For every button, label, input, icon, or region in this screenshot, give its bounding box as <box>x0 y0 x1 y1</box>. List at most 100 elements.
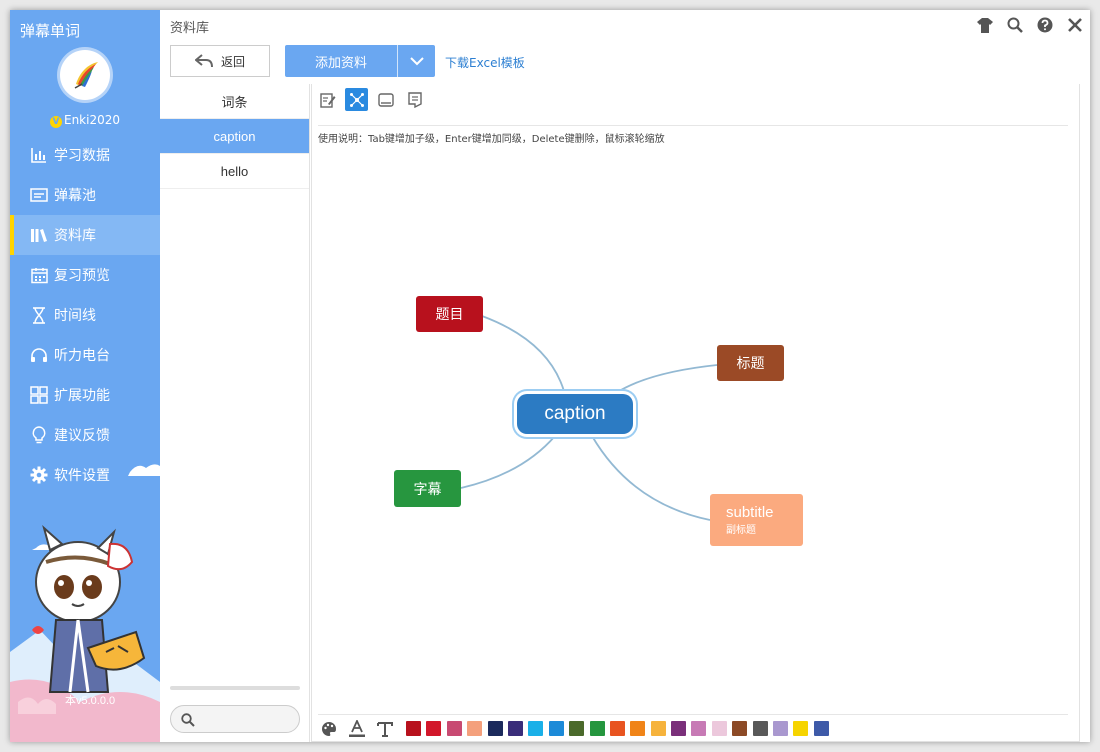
color-swatch[interactable] <box>650 721 666 736</box>
text-format-icon[interactable] <box>374 718 396 740</box>
bar-chart-icon <box>30 146 48 164</box>
mindmap-root-node[interactable]: caption <box>517 394 633 434</box>
sidebar-item-radio[interactable]: 听力电台 <box>10 335 160 375</box>
search-icon <box>181 712 195 731</box>
search-input[interactable] <box>170 705 300 733</box>
font-color-icon[interactable] <box>346 718 368 740</box>
color-swatch[interactable] <box>773 721 789 736</box>
version-label: 本v5.0.0.0 <box>65 695 116 707</box>
usage-hint: 使用说明：Tab键增加子级，Enter键增加同级，Delete键删除，鼠标滚轮缩… <box>318 125 1068 145</box>
sidebar-item-settings[interactable]: 软件设置 <box>10 455 160 495</box>
hourglass-icon <box>30 306 48 324</box>
color-swatch[interactable] <box>589 721 605 736</box>
calendar-icon <box>30 266 48 284</box>
back-arrow-icon <box>194 54 213 68</box>
add-material-button[interactable]: 添加资料 <box>314 55 367 71</box>
color-swatch[interactable] <box>446 721 462 736</box>
download-excel-template-link[interactable]: 下载Excel模板 <box>445 56 525 70</box>
mindmap-node-title[interactable]: 标题 <box>717 345 784 381</box>
mindmap-node-subtitle[interactable]: subtitle 副标题 <box>710 494 803 546</box>
list-item[interactable]: hello <box>160 154 309 189</box>
gear-icon <box>30 466 48 484</box>
back-button[interactable]: 返回 <box>170 45 270 77</box>
subtitle-box-icon <box>30 186 48 204</box>
sidebar-item-label: 软件设置 <box>54 468 110 484</box>
color-swatch[interactable] <box>671 721 687 736</box>
node-sublabel: 副标题 <box>726 525 756 536</box>
sidebar-item-study-data[interactable]: 学习数据 <box>10 135 160 175</box>
mindmap-editor: 使用说明：Tab键增加子级，Enter键增加同级，Delete键删除，鼠标滚轮缩… <box>311 84 1080 742</box>
color-swatch[interactable] <box>467 721 483 736</box>
sidebar-item-feedback[interactable]: 建议反馈 <box>10 415 160 455</box>
color-swatch[interactable] <box>732 721 748 736</box>
add-material-dropdown[interactable] <box>397 45 435 77</box>
sidebar-item-library[interactable]: 资料库 <box>10 215 160 255</box>
sidebar-nav: 学习数据 弹幕池 资料库 复习预览 时间线 听力电台 <box>10 135 160 495</box>
edit-note-tool[interactable] <box>316 88 339 111</box>
connector-line <box>481 315 568 405</box>
color-swatch[interactable] <box>793 721 809 736</box>
mindmap-node-question[interactable]: 题目 <box>416 296 483 332</box>
color-swatch[interactable] <box>752 721 768 736</box>
notes-icon <box>407 91 422 108</box>
mindmap-node-subtitle-cn[interactable]: 字幕 <box>394 470 461 507</box>
notes-tool[interactable] <box>403 88 426 111</box>
mindmap-tool[interactable] <box>345 88 368 111</box>
main-panel: 资料库 返回 添加资料 下载Excel模板 词条 caption hello <box>160 10 1090 742</box>
color-swatch[interactable] <box>691 721 707 736</box>
app-title: 弹幕单词 <box>20 22 81 40</box>
color-swatch[interactable] <box>487 721 503 736</box>
sidebar-item-extensions[interactable]: 扩展功能 <box>10 375 160 415</box>
mindmap-connectors <box>460 315 718 521</box>
sidebar-item-label: 学习数据 <box>54 148 110 164</box>
sidebar-item-label: 时间线 <box>54 308 96 324</box>
mascot-illustration <box>10 464 160 742</box>
color-swatch[interactable] <box>507 721 523 736</box>
breadcrumb: 资料库 <box>170 21 210 36</box>
username-text: Enki2020 <box>63 113 120 127</box>
sidebar-item-timeline[interactable]: 时间线 <box>10 295 160 335</box>
color-swatch[interactable] <box>711 721 727 736</box>
entry-list-header: 词条 <box>160 84 309 119</box>
list-item[interactable]: caption <box>160 119 309 154</box>
close-icon[interactable] <box>1066 16 1084 34</box>
books-icon <box>30 226 48 244</box>
add-material-split-button: 添加资料 <box>285 45 435 77</box>
avatar[interactable] <box>60 50 110 100</box>
palette-icon[interactable] <box>318 718 340 740</box>
color-swatch[interactable] <box>813 721 829 736</box>
entry-list: 词条 caption hello <box>160 84 310 742</box>
editor-toolbar <box>316 88 426 111</box>
sidebar-item-review-preview[interactable]: 复习预览 <box>10 255 160 295</box>
window-controls <box>976 16 1084 34</box>
chevron-down-icon <box>409 56 424 65</box>
color-swatch[interactable] <box>609 721 625 736</box>
sidebar-item-label: 弹幕池 <box>54 188 96 204</box>
horizontal-scrollbar[interactable] <box>170 686 300 690</box>
color-swatch[interactable] <box>569 721 585 736</box>
sidebar-item-label: 资料库 <box>54 228 96 244</box>
color-swatch[interactable] <box>630 721 646 736</box>
color-swatch[interactable] <box>426 721 442 736</box>
connector-line <box>460 435 556 489</box>
skin-icon[interactable] <box>976 16 994 34</box>
subtitle-frame-icon <box>377 92 394 107</box>
vip-icon: V <box>49 116 62 128</box>
color-swatches <box>406 721 834 736</box>
lightbulb-icon <box>30 426 48 444</box>
color-swatch[interactable] <box>528 721 544 736</box>
color-swatch[interactable] <box>548 721 564 736</box>
headphones-icon <box>30 346 48 364</box>
sidebar-item-label: 听力电台 <box>54 348 110 364</box>
color-swatch[interactable] <box>406 721 421 736</box>
sidebar-item-danmaku-pool[interactable]: 弹幕池 <box>10 175 160 215</box>
subtitle-tool[interactable] <box>374 88 397 111</box>
edit-note-icon <box>319 92 335 108</box>
sidebar-item-label: 扩展功能 <box>54 388 110 404</box>
grid-icon <box>30 386 48 404</box>
search-icon[interactable] <box>1006 16 1024 34</box>
help-icon[interactable] <box>1036 16 1054 34</box>
